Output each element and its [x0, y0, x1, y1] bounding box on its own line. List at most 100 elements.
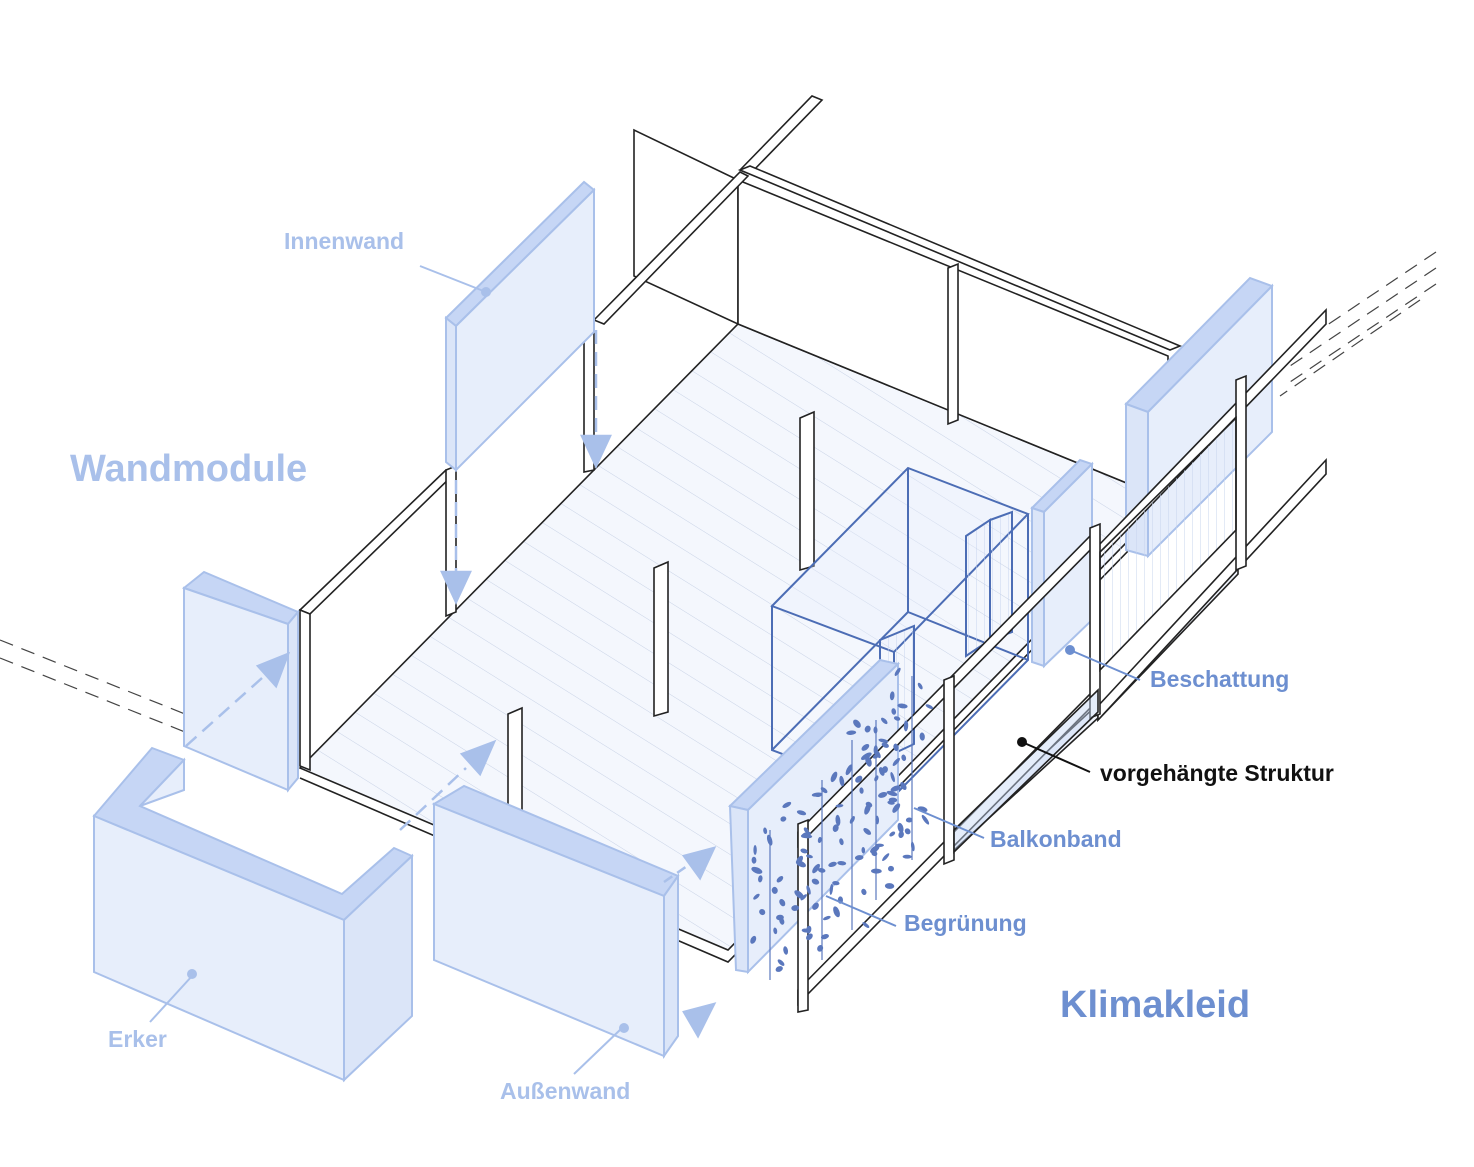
leaf — [861, 752, 872, 760]
leaf — [901, 754, 907, 762]
column-3 — [799, 410, 815, 572]
leaf — [811, 878, 820, 885]
leaf — [791, 905, 800, 911]
label-balkonband: Balkonband — [990, 826, 1122, 852]
leaf — [917, 682, 923, 690]
leaf — [889, 691, 895, 701]
leaf — [833, 906, 840, 918]
axis-lines-right — [1279, 251, 1437, 397]
leaf — [763, 827, 768, 835]
leaf — [882, 766, 888, 773]
vorgehaengte-struktur — [797, 308, 1327, 1013]
leaf — [881, 717, 888, 725]
leaf — [837, 861, 847, 866]
leaf — [832, 824, 839, 832]
leaf — [776, 914, 784, 921]
leaf — [751, 856, 757, 864]
leaf — [835, 804, 844, 808]
leaf — [817, 836, 822, 844]
leaf — [864, 725, 871, 733]
leaf — [893, 716, 901, 721]
leaf — [893, 743, 899, 752]
begruenung-leaves — [750, 667, 934, 972]
leaf — [861, 888, 867, 896]
leaf — [806, 885, 811, 895]
leaf — [864, 803, 871, 815]
leader-dots — [187, 287, 1075, 1033]
leaf — [803, 827, 809, 833]
partition-walls — [298, 95, 1183, 772]
leaf — [919, 732, 925, 741]
leaf — [897, 703, 908, 709]
leaf — [801, 831, 811, 838]
leaf — [892, 757, 900, 766]
leaf — [905, 817, 913, 823]
leaf — [859, 787, 864, 794]
leaf — [894, 667, 901, 677]
leaf — [853, 719, 861, 728]
leaf — [881, 742, 889, 748]
leaf — [839, 775, 845, 787]
leaf — [865, 756, 872, 767]
leaf — [783, 946, 789, 955]
leaf — [779, 898, 786, 907]
begruenung-stems — [769, 676, 913, 980]
label-erker: Erker — [108, 1026, 167, 1052]
leaf — [886, 790, 898, 797]
innenwand-module — [444, 180, 596, 473]
leaf — [796, 855, 804, 865]
leaf — [845, 764, 853, 776]
title-wandmodule: Wandmodule — [70, 448, 308, 490]
leaf — [812, 863, 821, 874]
leaf — [904, 828, 911, 835]
leaf — [910, 841, 915, 852]
leaf — [832, 881, 840, 886]
glass-box — [770, 466, 1030, 798]
leaf — [796, 810, 807, 816]
leaf — [898, 831, 904, 839]
leaf — [780, 816, 787, 822]
label-begruenung: Begrünung — [904, 910, 1027, 936]
column-1 — [653, 560, 669, 718]
leaf — [800, 848, 808, 854]
leaf — [870, 845, 880, 854]
leaf — [884, 883, 895, 889]
leaf — [750, 935, 757, 944]
leaf — [814, 793, 822, 798]
leaf — [878, 738, 889, 743]
column-2 — [507, 706, 523, 818]
leaf — [751, 866, 763, 874]
leaf — [817, 945, 824, 952]
leaf — [806, 854, 813, 859]
leaf — [828, 861, 837, 868]
leaf — [855, 775, 863, 783]
leaf — [882, 853, 890, 862]
leaf — [891, 708, 897, 715]
leaf — [854, 855, 864, 861]
columns — [507, 410, 815, 818]
label-beschattung: Beschattung — [1150, 666, 1290, 692]
leaf — [889, 831, 896, 837]
leaf — [921, 814, 930, 825]
leaf — [777, 959, 785, 966]
leaf — [830, 771, 838, 783]
leaf — [820, 934, 829, 940]
axis-lines-left — [0, 639, 191, 735]
leaf — [878, 792, 888, 798]
leaf — [775, 966, 783, 972]
leaf — [822, 915, 831, 921]
leaf — [900, 782, 907, 790]
wandmodul-left — [181, 570, 300, 793]
leaf — [776, 876, 784, 883]
leaf — [892, 803, 901, 813]
leaf — [861, 743, 870, 751]
leaf — [839, 838, 844, 846]
leaf — [902, 854, 912, 859]
label-vorgehaengte-struktur: vorgehängte Struktur — [1100, 760, 1334, 786]
leaf — [829, 883, 834, 895]
leaf — [753, 893, 760, 900]
leader-lines — [149, 265, 1141, 1075]
leaf — [806, 925, 812, 934]
leaf — [862, 922, 870, 928]
